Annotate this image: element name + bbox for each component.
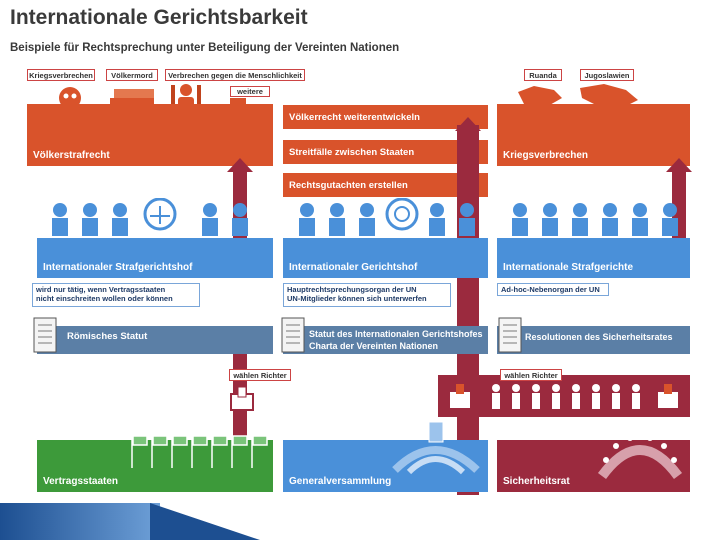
judges-left-icon [52, 198, 248, 236]
body-sicherheitsrat: Sicherheitsrat [497, 440, 690, 492]
tag-menschlichkeit: Verbrechen gegen die Menschlichkeit [165, 69, 305, 81]
note-strafgerichte-line1: Ad-hoc-Nebenorgan der UN [501, 285, 600, 294]
note-istgh-line1: wird nur tätig, wenn Vertragsstaaten [36, 285, 166, 294]
court-igh-label: Internationaler Gerichtshof [289, 262, 418, 273]
body-vertragsstaaten-label: Vertragsstaaten [43, 476, 119, 487]
arrow-up-left-icon [227, 158, 253, 172]
court-strafgerichte-label: Internationale Strafgerichte [503, 262, 634, 273]
yugoslavia-map-icon [580, 84, 638, 108]
ballot-people-icon [450, 384, 678, 409]
arrow-up-right-icon [666, 158, 692, 172]
council-table-icon [597, 435, 683, 480]
court-strafgerichte: Internationale Strafgerichte [497, 238, 690, 278]
doc-resolutionen: Resolutionen des Sicherheitsrates [525, 332, 673, 342]
note-strafgerichte: Ad-hoc-Nebenorgan der UN [497, 283, 609, 296]
page-title: Internationale Gerichtsbarkeit [10, 6, 308, 29]
document-left-icon [33, 317, 57, 353]
tag-kriegsverbrechen: Kriegsverbrechen [27, 69, 95, 81]
body-vertragsstaaten: Vertragsstaaten [37, 440, 273, 492]
map-icons [518, 84, 638, 108]
doc-roemisches-statut: Römisches Statut [67, 331, 148, 342]
note-igh-line2: UN-Mitglieder können sich unterwerfen [287, 294, 427, 303]
footer-decoration [0, 503, 160, 540]
tag-waehlen-richter-left: wählen Richter [229, 369, 291, 381]
tag-voelkermord: Völkermord [106, 69, 158, 81]
task-voelkerrecht: Völkerrecht weiterentwickeln [283, 105, 488, 129]
task-streitfaelle: Streitfälle zwischen Staaten [283, 140, 488, 164]
security-council-election-band [438, 375, 690, 417]
court-istgh-label: Internationaler Strafgerichtshof [43, 262, 193, 273]
tag-jugoslawien: Jugoslawien [580, 69, 634, 81]
band-kriegsverbrechen-label: Kriegsverbrechen [503, 150, 589, 161]
judges-right-icon [512, 203, 678, 236]
footer-wedge-icon [150, 503, 260, 540]
body-sicherheitsrat-label: Sicherheitsrat [503, 476, 570, 487]
document-center-icon [281, 317, 305, 353]
rwanda-map-icon [518, 86, 562, 106]
assembly-hall-icon [392, 421, 480, 475]
band-voelkerstrafrecht-label: Völkerstrafrecht [33, 150, 110, 161]
note-igh: Hauptrechtsprechungsorgan der UN UN-Mitg… [283, 283, 451, 307]
court-igh: Internationaler Gerichtshof [283, 238, 488, 278]
task-rechtsgutachten: Rechtsgutachten erstellen [283, 173, 488, 197]
doc-band-center: Statut des Internationalen Gerichtshofes… [283, 326, 488, 354]
tag-weitere: weitere [230, 86, 270, 97]
note-istgh-line2: nicht einschreiten wollen oder können [36, 294, 173, 303]
ballot-box-left-icon [230, 386, 254, 411]
flags-icon [131, 435, 268, 468]
note-istgh: wird nur tätig, wenn Vertragsstaaten nic… [32, 283, 200, 307]
doc-band-right: Resolutionen des Sicherheitsrates [497, 326, 690, 354]
document-right-icon [498, 317, 522, 353]
doc-band-left: Römisches Statut [37, 326, 273, 354]
doc-statut-igh: Statut des Internationalen Gerichtshofes [309, 329, 483, 339]
doc-charta: Charta der Vereinten Nationen [309, 341, 439, 351]
tag-ruanda: Ruanda [524, 69, 562, 81]
tag-waehlen-richter-right: wählen Richter [500, 369, 562, 381]
judges-center-icon [299, 198, 475, 236]
band-kriegsverbrechen: Kriegsverbrechen [497, 104, 690, 166]
page-subtitle: Beispiele für Rechtsprechung unter Betei… [10, 42, 400, 54]
court-istgh: Internationaler Strafgerichtshof [37, 238, 273, 278]
arrow-up-center-icon [455, 117, 481, 131]
band-voelkerstrafrecht: Völkerstrafrecht [27, 104, 273, 166]
body-generalversammlung-label: Generalversammlung [289, 476, 392, 487]
note-igh-line1: Hauptrechtsprechungsorgan der UN [287, 285, 417, 294]
